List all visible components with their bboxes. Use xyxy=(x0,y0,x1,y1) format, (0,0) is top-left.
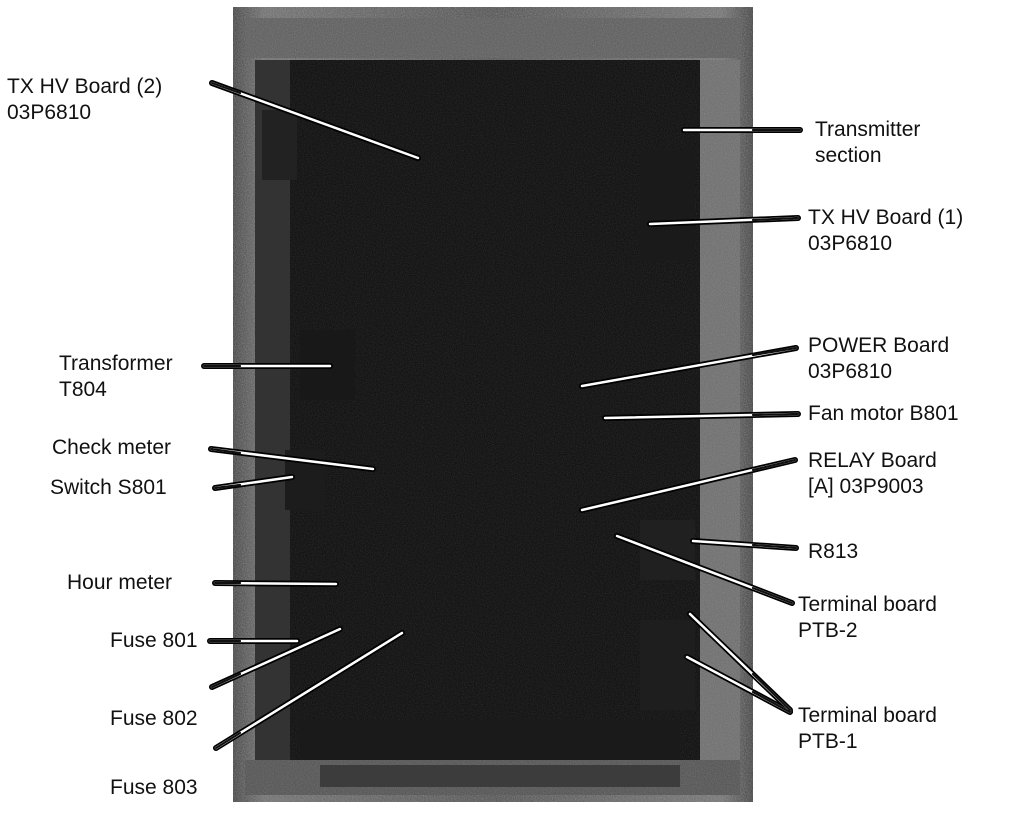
label-tx-hv-board-1: TX HV Board (1)03P6810 xyxy=(808,205,963,257)
label-fuse-801: Fuse 801 xyxy=(110,628,198,654)
label-r813: R813 xyxy=(808,539,858,565)
label-relay-board: RELAY Board[A] 03P9003 xyxy=(808,448,937,500)
label-hour-meter: Hour meter xyxy=(67,570,172,596)
label-switch-s801: Switch S801 xyxy=(50,475,167,501)
label-fan-motor: Fan motor B801 xyxy=(808,401,959,427)
label-tx-hv-board-2: TX HV Board (2)03P6810 xyxy=(7,74,162,126)
label-fuse-802: Fuse 802 xyxy=(110,706,198,732)
label-fuse-803: Fuse 803 xyxy=(110,775,198,801)
label-check-meter: Check meter xyxy=(52,435,171,461)
